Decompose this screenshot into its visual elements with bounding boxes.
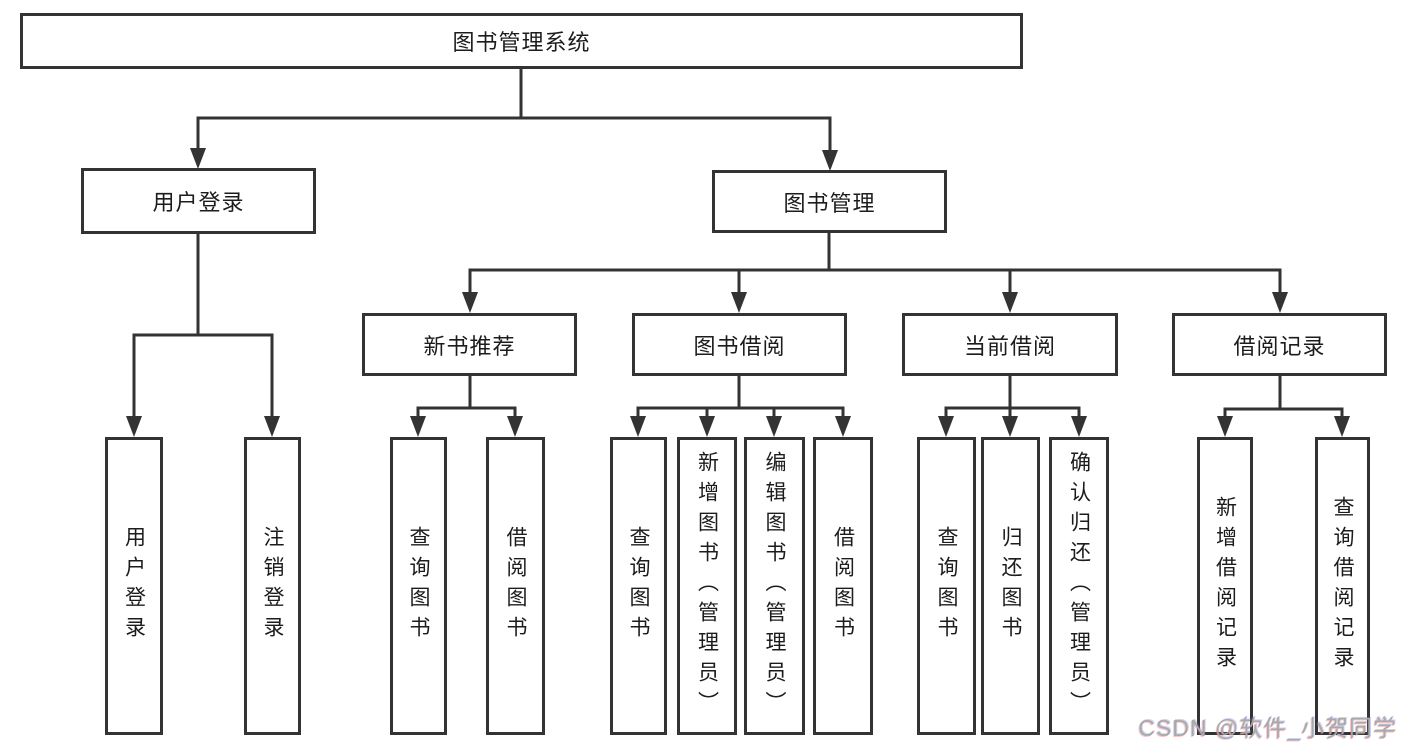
- leaf-current-query-books: 查询图书: [917, 437, 976, 735]
- node-user-login: 用户登录: [81, 168, 316, 234]
- node-root: 图书管理系统: [20, 13, 1023, 69]
- leaf-return-books: 归还图书: [981, 437, 1040, 735]
- leaf-edit-books-admin: 编辑图书（管理员）: [744, 437, 805, 735]
- arrowheads: [126, 148, 1350, 437]
- leaf-recommend-borrow-books: 借阅图书: [486, 437, 545, 735]
- leaf-borrowing-borrow-books: 借阅图书: [813, 437, 873, 735]
- node-book-management: 图书管理: [712, 170, 947, 233]
- leaf-add-borrow-record: 新增借阅记录: [1197, 437, 1253, 735]
- node-current-borrowing: 当前借阅: [902, 313, 1118, 376]
- leaf-confirm-return-admin: 确认归还（管理员）: [1049, 437, 1109, 735]
- node-book-borrowing: 图书借阅: [632, 313, 847, 376]
- csdn-watermark: CSDN @软件_小贺同学: [1138, 715, 1397, 741]
- leaf-borrowing-query-books: 查询图书: [610, 437, 667, 735]
- leaf-logout: 注销登录: [244, 437, 301, 735]
- leaf-recommend-query-books: 查询图书: [390, 437, 447, 735]
- leaf-add-books-admin: 新增图书（管理员）: [677, 437, 737, 735]
- node-new-book-recommend: 新书推荐: [362, 313, 577, 376]
- leaf-query-borrow-record: 查询借阅记录: [1315, 437, 1370, 735]
- leaf-user-login: 用户登录: [105, 437, 163, 735]
- node-borrow-records: 借阅记录: [1172, 313, 1387, 376]
